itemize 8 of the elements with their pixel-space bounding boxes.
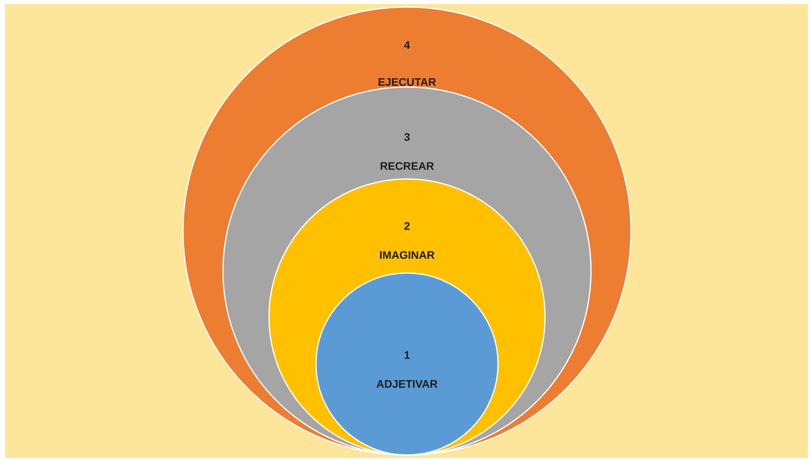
step-label: EJECUTAR [378,78,436,86]
step-label: RECREAR [380,162,434,170]
step-number: 3 [404,133,410,141]
step-number: 1 [404,351,410,359]
step-number: 2 [404,222,410,230]
step-label: ADJETIVAR [376,380,438,388]
step-label: IMAGINAR [380,251,434,259]
step-number: 4 [404,41,410,49]
